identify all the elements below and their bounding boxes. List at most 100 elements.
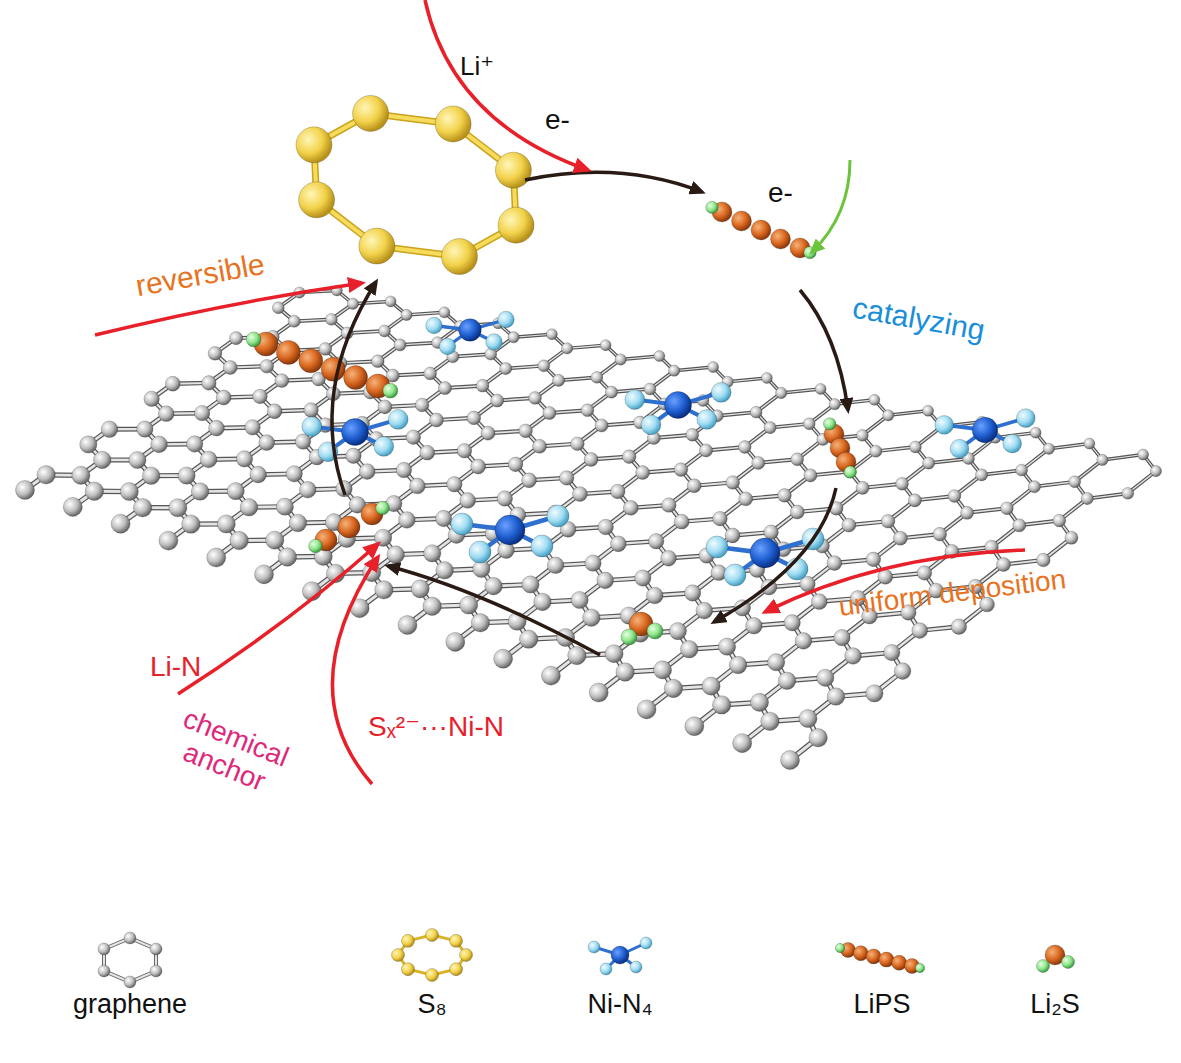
carbon-atom bbox=[519, 630, 537, 648]
carbon-atom bbox=[729, 656, 747, 674]
carbon-atom bbox=[572, 487, 587, 502]
carbon-atom bbox=[399, 512, 416, 529]
carbon-atom bbox=[1069, 476, 1081, 488]
carbon-atom bbox=[1030, 427, 1041, 438]
carbon-atom bbox=[424, 545, 441, 562]
lithium-atom bbox=[383, 383, 398, 398]
ion-label: Li⁺ bbox=[460, 52, 494, 81]
carbon-atom bbox=[583, 609, 601, 627]
carbon-atom bbox=[834, 629, 850, 645]
carbon-atom bbox=[696, 602, 713, 619]
carbon-atom bbox=[669, 623, 686, 640]
nitrogen-atom bbox=[498, 311, 515, 328]
carbon-atom bbox=[750, 693, 768, 711]
carbon-atom bbox=[398, 616, 417, 635]
carbon-atom bbox=[276, 498, 293, 515]
carbon-atom bbox=[1001, 502, 1014, 515]
nitrogen-atom bbox=[724, 564, 746, 586]
carbon-atom bbox=[600, 340, 611, 351]
lithium-atom bbox=[309, 539, 323, 553]
carbon-atom bbox=[869, 394, 880, 405]
carbon-atom bbox=[948, 490, 961, 503]
carbon-atom bbox=[856, 481, 869, 494]
carbon-atom bbox=[1084, 438, 1095, 449]
nitrogen-atom bbox=[697, 410, 717, 430]
sulfur-chain-atom bbox=[732, 211, 752, 231]
carbon-atom bbox=[133, 498, 151, 516]
carbon-atom bbox=[260, 359, 274, 373]
carbon-atom bbox=[178, 467, 195, 484]
carbon-bond bbox=[1102, 455, 1143, 460]
carbon-atom bbox=[129, 451, 146, 468]
carbon-atom bbox=[481, 426, 495, 440]
carbon-atom bbox=[543, 406, 556, 419]
carbon-atom bbox=[699, 444, 712, 457]
carbon-atom bbox=[778, 672, 796, 690]
carbon-atom bbox=[447, 477, 462, 492]
carbon-atom bbox=[217, 515, 235, 533]
carbon-atom bbox=[16, 481, 35, 500]
legend-text: graphene bbox=[73, 990, 187, 1020]
carbon-atom bbox=[866, 685, 883, 702]
carbon-atom bbox=[439, 307, 450, 318]
carbon-atom bbox=[519, 424, 533, 438]
carbon-atom bbox=[227, 483, 244, 500]
carbon-atom bbox=[541, 666, 560, 685]
nitrogen-atom bbox=[374, 437, 394, 457]
sulfur-chain-atom bbox=[338, 516, 360, 538]
carbon-atom bbox=[791, 453, 804, 466]
carbon-atom bbox=[304, 403, 319, 418]
carbon-atom bbox=[522, 576, 539, 593]
carbon-atom bbox=[207, 548, 226, 567]
cycle-arrow bbox=[714, 488, 836, 622]
carbon-atom bbox=[884, 644, 900, 660]
carbon-atom bbox=[1138, 449, 1149, 460]
carbon-atom bbox=[187, 436, 203, 452]
carbon-atom bbox=[396, 462, 411, 477]
carbon-atom bbox=[159, 531, 178, 550]
carbon-atom bbox=[896, 477, 909, 490]
carbon-atom bbox=[1065, 531, 1078, 544]
carbon-atom bbox=[622, 450, 636, 464]
graphene-icon bbox=[150, 943, 162, 955]
nitrogen-atom bbox=[388, 410, 408, 430]
carbon-atom bbox=[778, 489, 792, 503]
carbon-atom bbox=[893, 531, 907, 545]
carbon-atom bbox=[266, 531, 284, 549]
anchor-arrow bbox=[332, 557, 378, 784]
carbon-atom bbox=[111, 514, 130, 533]
carbon-atom bbox=[623, 500, 638, 515]
electron-label: e- bbox=[768, 178, 793, 209]
carbon-atom bbox=[142, 467, 160, 485]
ni-n4-icon bbox=[588, 941, 600, 953]
carbon-atom bbox=[845, 648, 862, 665]
lithium-atom bbox=[823, 418, 835, 430]
sulfur-atom bbox=[296, 127, 332, 163]
cycle-arrow bbox=[525, 172, 702, 192]
carbon-atom bbox=[209, 420, 225, 436]
carbon-atom bbox=[669, 365, 680, 376]
s8-icon bbox=[426, 969, 439, 982]
nitrogen-atom bbox=[711, 383, 731, 403]
carbon-atom bbox=[866, 552, 881, 567]
cycle-arrow bbox=[388, 566, 600, 655]
nitrogen-atom bbox=[935, 416, 954, 435]
carbon-atom bbox=[713, 511, 728, 526]
carbon-atom bbox=[240, 498, 258, 516]
carbon-atom bbox=[424, 367, 437, 380]
carbon-atom bbox=[933, 527, 947, 541]
ni-n4-icon bbox=[600, 963, 612, 975]
carbon-atom bbox=[912, 623, 928, 639]
nitrogen-atom bbox=[451, 513, 473, 535]
sulfur-atom bbox=[498, 207, 534, 243]
carbon-atom bbox=[661, 550, 677, 566]
sulfur-atom bbox=[441, 239, 477, 275]
carbon-atom bbox=[457, 444, 472, 459]
carbon-atom bbox=[194, 405, 209, 420]
carbon-atom bbox=[804, 469, 817, 482]
carbon-atom bbox=[529, 392, 542, 405]
graphene-icon bbox=[150, 965, 162, 977]
carbon-atom bbox=[654, 661, 672, 679]
lithium-arrow bbox=[425, 0, 588, 170]
carbon-atom bbox=[909, 441, 921, 453]
